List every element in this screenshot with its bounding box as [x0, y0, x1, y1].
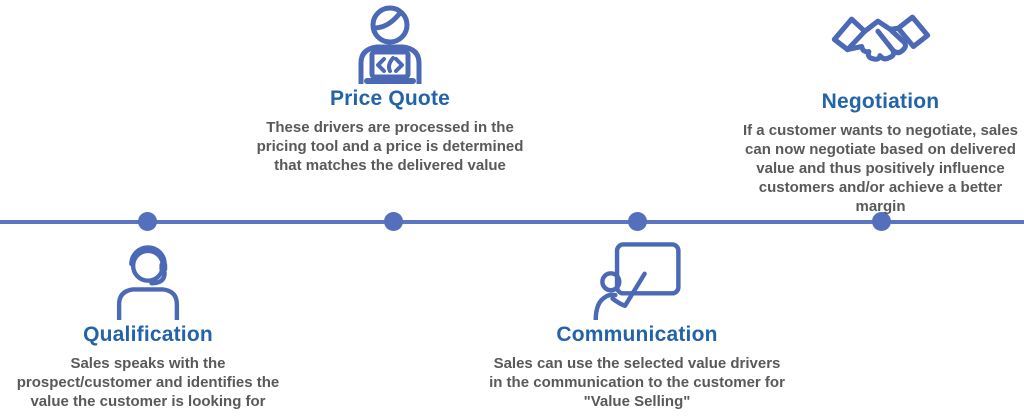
stage-title: Communication: [556, 323, 718, 346]
stage-title: Negotiation: [821, 90, 940, 113]
stage-title: Qualification: [83, 323, 213, 346]
timeline-dot: [138, 212, 157, 231]
handshake-icon: [830, 8, 932, 81]
stage-description: These drivers are processed in the prici…: [256, 119, 524, 174]
presentation-board-icon: [593, 240, 682, 323]
timeline-dot: [628, 212, 647, 231]
stage-description: Sales can use the selected value drivers…: [489, 355, 785, 410]
timeline-line: [0, 220, 1024, 224]
stage-negotiation: Negotiation If a customer wants to negot…: [737, 8, 1024, 216]
stage-description: If a customer wants to negotiate, sales …: [742, 122, 1019, 215]
developer-laptop-icon: [334, 0, 446, 87]
timeline-dot: [384, 212, 403, 231]
stage-title: Price Quote: [329, 87, 451, 110]
stage-qualification: Qualification Sales speaks with the pros…: [2, 236, 294, 411]
stage-description: Sales speaks with the prospect/customer …: [16, 355, 280, 410]
stage-price-quote: Price Quote These drivers are processed …: [252, 0, 528, 175]
headset-agent-icon: [104, 236, 192, 323]
stage-communication: Communication Sales can use the selected…: [485, 240, 789, 411]
timeline-dot: [872, 212, 891, 231]
